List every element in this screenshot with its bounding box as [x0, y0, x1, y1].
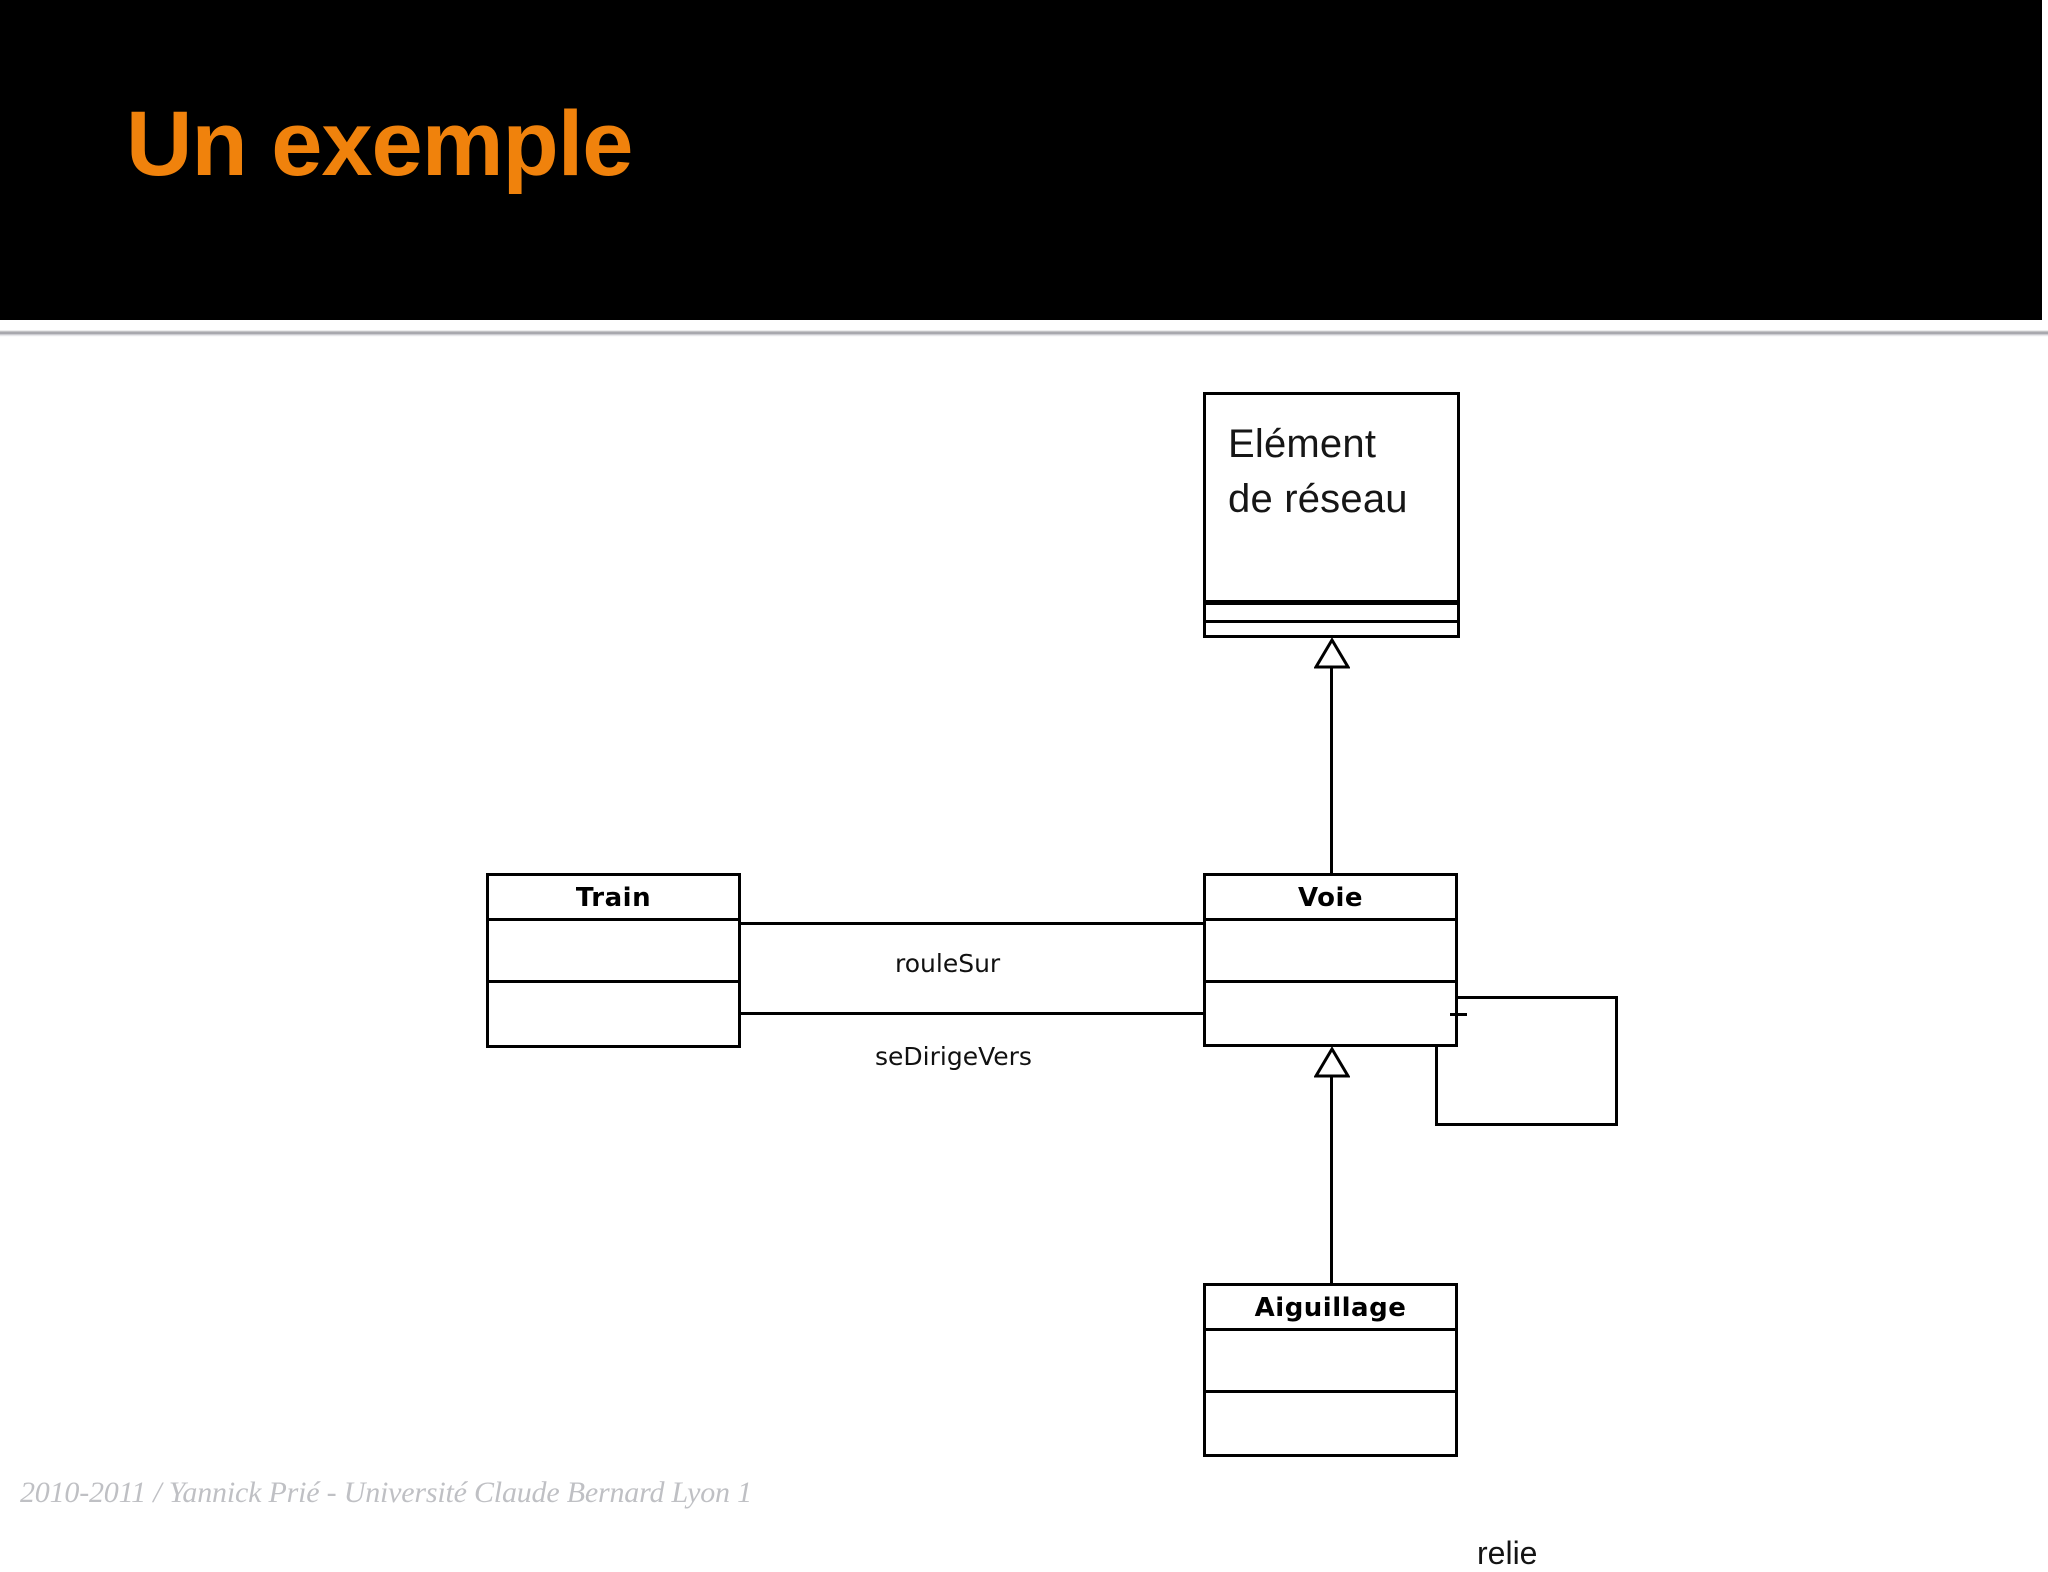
header-gap [0, 320, 2048, 330]
association-relie-role-tick [1450, 1013, 1467, 1016]
uml-attributes-compartment-element-reseau [1206, 605, 1457, 623]
association-relie-segment-bottom [1435, 1123, 1618, 1126]
uml-class-train[interactable]: Train [486, 873, 741, 1048]
page-title: Un exemple [126, 93, 633, 195]
association-label-sedirigevers: seDirigeVers [875, 1042, 1032, 1071]
association-relie-segment-right [1615, 996, 1618, 1126]
uml-class-name-line-1: Elément [1228, 422, 1377, 466]
association-label-relie: relie [1477, 1535, 1538, 1571]
uml-class-name-train: Train [489, 876, 738, 921]
uml-attributes-compartment-aiguillage [1206, 1331, 1455, 1393]
uml-class-name-voie: Voie [1206, 876, 1455, 921]
generalization-arrowhead-voie-to-element [1314, 638, 1350, 670]
association-relie-segment-left [1435, 1045, 1438, 1126]
uml-class-name-line-2: de réseau [1228, 477, 1408, 522]
uml-class-aiguillage[interactable]: Aiguillage [1203, 1283, 1458, 1457]
generalization-arrowhead-aiguillage-to-voie [1314, 1047, 1350, 1079]
association-line-roulesur [741, 922, 1203, 925]
uml-class-name-aiguillage: Aiguillage [1206, 1286, 1455, 1331]
uml-attributes-compartment-train [489, 921, 738, 983]
uml-class-element-reseau[interactable]: Elément de réseau [1203, 392, 1460, 638]
slide-header-band: Un exemple [0, 0, 2042, 320]
generalization-line-voie-to-element [1330, 667, 1333, 875]
header-divider [0, 330, 2048, 337]
uml-class-voie[interactable]: Voie [1203, 873, 1458, 1047]
association-label-roulesur: rouleSur [895, 949, 1001, 978]
uml-attributes-compartment-voie [1206, 921, 1455, 983]
association-line-sedirigevers [741, 1012, 1203, 1015]
association-relie-segment-top [1458, 996, 1618, 999]
generalization-line-aiguillage-to-voie [1330, 1076, 1333, 1284]
slide-footer: 2010-2011 / Yannick Prié - Université Cl… [20, 1476, 752, 1509]
uml-class-name-element-reseau: Elément de réseau [1206, 395, 1457, 605]
uml-class-diagram: Elément de réseau Train Voie rouleSur se… [0, 337, 2048, 1571]
